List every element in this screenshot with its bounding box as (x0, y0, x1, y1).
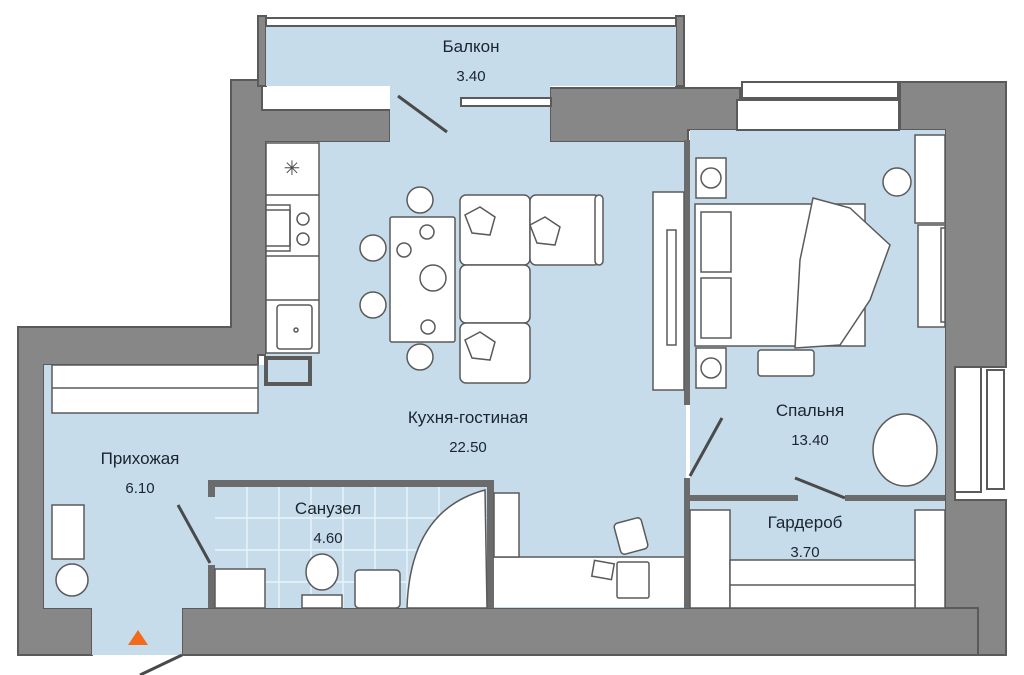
room-area: 22.50 (449, 439, 487, 456)
room-area: 3.40 (456, 68, 486, 85)
dining-set (359, 186, 456, 371)
room-area: 3.70 (790, 544, 820, 561)
room-area: 4.60 (313, 530, 343, 547)
balcony-door (397, 94, 448, 134)
room-name: Гардероб (767, 513, 843, 532)
bedroom-window-right (954, 366, 1005, 493)
svg-text:✳: ✳ (284, 156, 301, 180)
room-area: 13.40 (791, 432, 829, 449)
room-name: Спальня (775, 401, 845, 420)
balcony-glazing (265, 17, 677, 27)
wardrobe-storage (689, 509, 946, 609)
bedroom-window-top (736, 81, 900, 131)
room-name: Кухня-гостиная (407, 408, 529, 427)
room-label-wardrobe: Гардероб 3.70 (745, 513, 865, 563)
interior-walls (208, 140, 945, 608)
balcony-window-sill (460, 97, 552, 107)
room-name: Санузел (294, 499, 362, 518)
wardrobe-door (794, 476, 846, 500)
room-name: Балкон (442, 37, 500, 56)
hallway-bathroom-door (176, 504, 212, 564)
entrance-triangle-icon (128, 630, 148, 645)
doors (139, 417, 846, 675)
entrance-door (139, 653, 183, 675)
sofa (459, 194, 604, 384)
tv-unit (652, 191, 685, 391)
bedroom-door (688, 417, 724, 477)
bathroom-fixtures (214, 489, 488, 609)
bedroom-furniture (694, 134, 946, 487)
room-label-hallway: Прихожая 6.10 (80, 449, 200, 499)
room-label-bathroom: Санузел 4.60 (268, 499, 388, 549)
desk-counter (493, 492, 684, 607)
room-label-bedroom: Спальня 13.40 (750, 401, 870, 451)
hallway-wardrobe (51, 364, 259, 597)
kitchen-units: ✳ (264, 142, 320, 386)
room-label-kitchen-living: Кухня-гостиная 22.50 (383, 408, 553, 458)
room-name: Прихожая (100, 449, 180, 468)
room-area: 6.10 (125, 480, 155, 497)
room-label-balcony: Балкон 3.40 (411, 37, 531, 87)
